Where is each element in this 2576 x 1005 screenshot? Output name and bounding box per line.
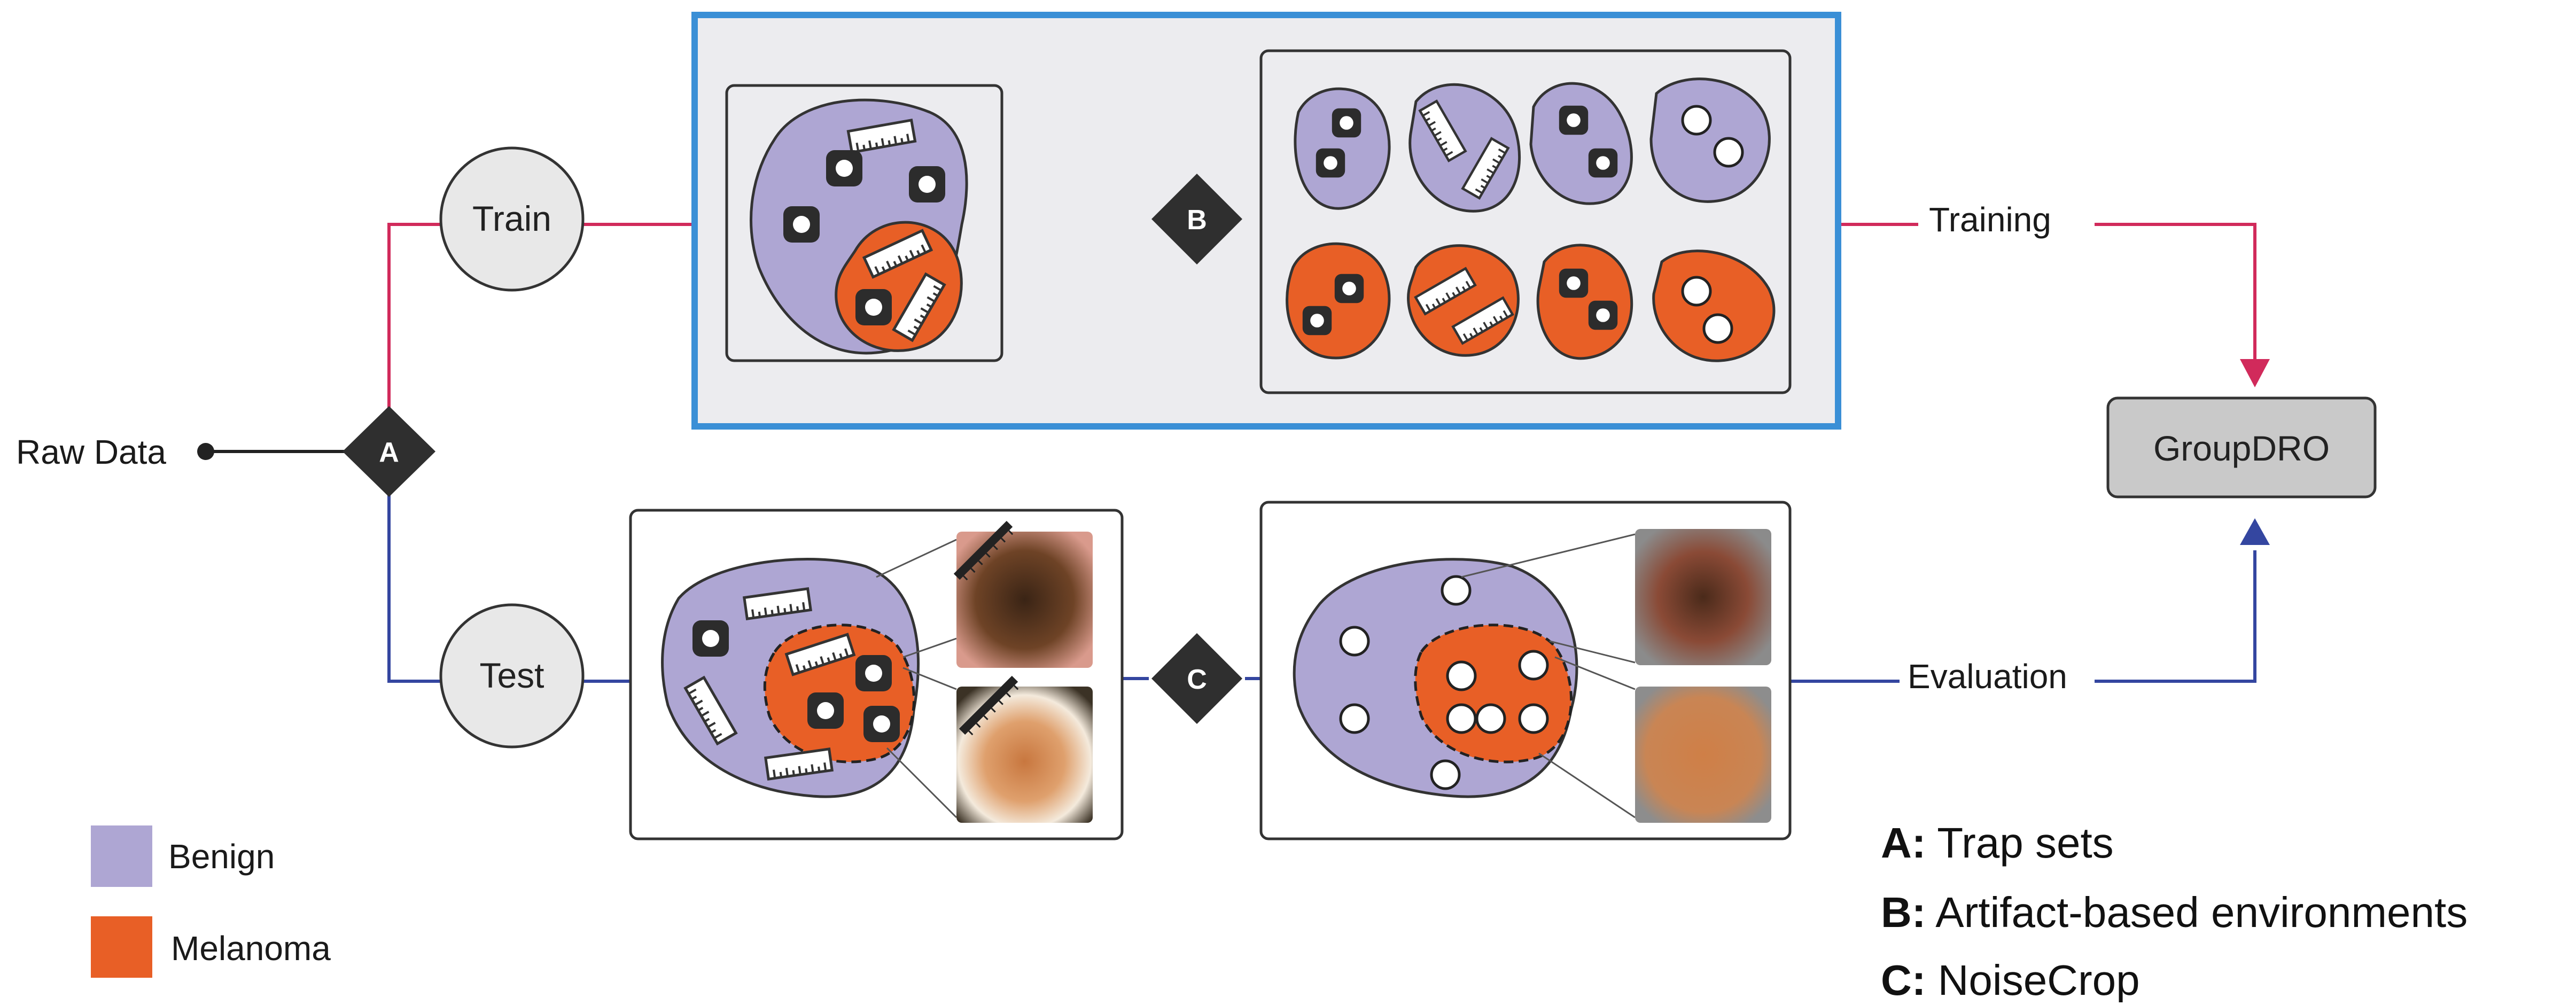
patch-icon <box>1303 306 1332 335</box>
dot-icon <box>1447 662 1475 690</box>
raw-data-dot <box>197 443 214 460</box>
dot-icon <box>1447 705 1475 733</box>
patch-icon <box>855 289 892 325</box>
dermoscopy-image <box>1635 529 1771 665</box>
diamond-b-label: B <box>1187 205 1207 236</box>
arrow-down-icon <box>2240 359 2270 387</box>
test-lesion-panel <box>631 510 1122 839</box>
dot-icon <box>1520 651 1547 679</box>
patch-icon <box>1335 274 1364 303</box>
key-text-c: NoiseCrop <box>1926 956 2139 1002</box>
key-letter-c: C: <box>1881 956 1926 1002</box>
dot-icon <box>1704 315 1732 342</box>
patch-icon <box>1332 108 1361 137</box>
evaluation-flow-label: Evaluation <box>1908 657 2067 696</box>
training-flow-label: Training <box>1929 200 2051 239</box>
raw-data-label: Raw Data <box>16 433 166 471</box>
train-lesion-panel <box>727 85 1002 361</box>
diamond-a-label: A <box>379 437 399 468</box>
dot-icon <box>1431 761 1459 789</box>
dot-icon <box>1683 106 1710 134</box>
test-node: Test <box>441 605 583 747</box>
dot-icon <box>1683 277 1710 305</box>
dermoscopy-image <box>1635 687 1771 823</box>
patch-icon <box>855 655 892 691</box>
patch-icon <box>783 206 820 243</box>
key-item-a: A: Trap sets <box>1881 819 2114 867</box>
legend-label-melanoma: Melanoma <box>171 929 331 968</box>
environments-panel <box>1261 51 1790 393</box>
diamond-c: C <box>1151 633 1242 724</box>
patch-icon <box>1559 269 1588 298</box>
patch-icon <box>692 620 729 657</box>
dot-icon <box>1520 705 1547 733</box>
key: A: Trap sets B: Artifact-based environme… <box>1881 819 2468 1002</box>
patch-icon <box>1559 106 1588 135</box>
diamond-a: A <box>343 406 435 497</box>
train-label: Train <box>472 199 551 238</box>
key-item-b: B: Artifact-based environments <box>1881 889 2468 936</box>
legend-swatch-benign <box>91 825 152 887</box>
legend-swatch-melanoma <box>91 916 152 978</box>
legend: Benign Melanoma <box>91 825 331 978</box>
legend-label-benign: Benign <box>168 837 275 876</box>
dot-icon <box>1341 705 1368 733</box>
dot-icon <box>1477 705 1505 733</box>
noisecrop-panel <box>1261 502 1790 839</box>
diamond-c-label: C <box>1187 664 1207 695</box>
train-node: Train <box>441 148 583 290</box>
groupdro-label: GroupDRO <box>2153 429 2330 468</box>
dot-icon <box>1442 576 1470 604</box>
key-text-b: Artifact-based environments <box>1926 889 2468 936</box>
patch-icon <box>1316 149 1345 177</box>
patch-icon <box>807 692 844 729</box>
patch-icon <box>863 706 900 742</box>
key-letter-b: B: <box>1881 889 1926 936</box>
dot-icon <box>1341 627 1368 655</box>
dermoscopy-image <box>956 687 1093 823</box>
groupdro-node: GroupDRO <box>2108 398 2375 497</box>
key-item-c: C: NoiseCrop <box>1881 956 2140 1002</box>
patch-icon <box>1589 301 1617 330</box>
test-label: Test <box>479 656 544 695</box>
patch-icon <box>1589 149 1617 177</box>
key-text-a: Trap sets <box>1926 819 2113 867</box>
dot-icon <box>1715 138 1742 166</box>
patch-icon <box>826 150 862 186</box>
arrow-up-icon <box>2240 518 2270 545</box>
patch-icon <box>909 166 945 202</box>
key-letter-a: A: <box>1881 819 1926 867</box>
